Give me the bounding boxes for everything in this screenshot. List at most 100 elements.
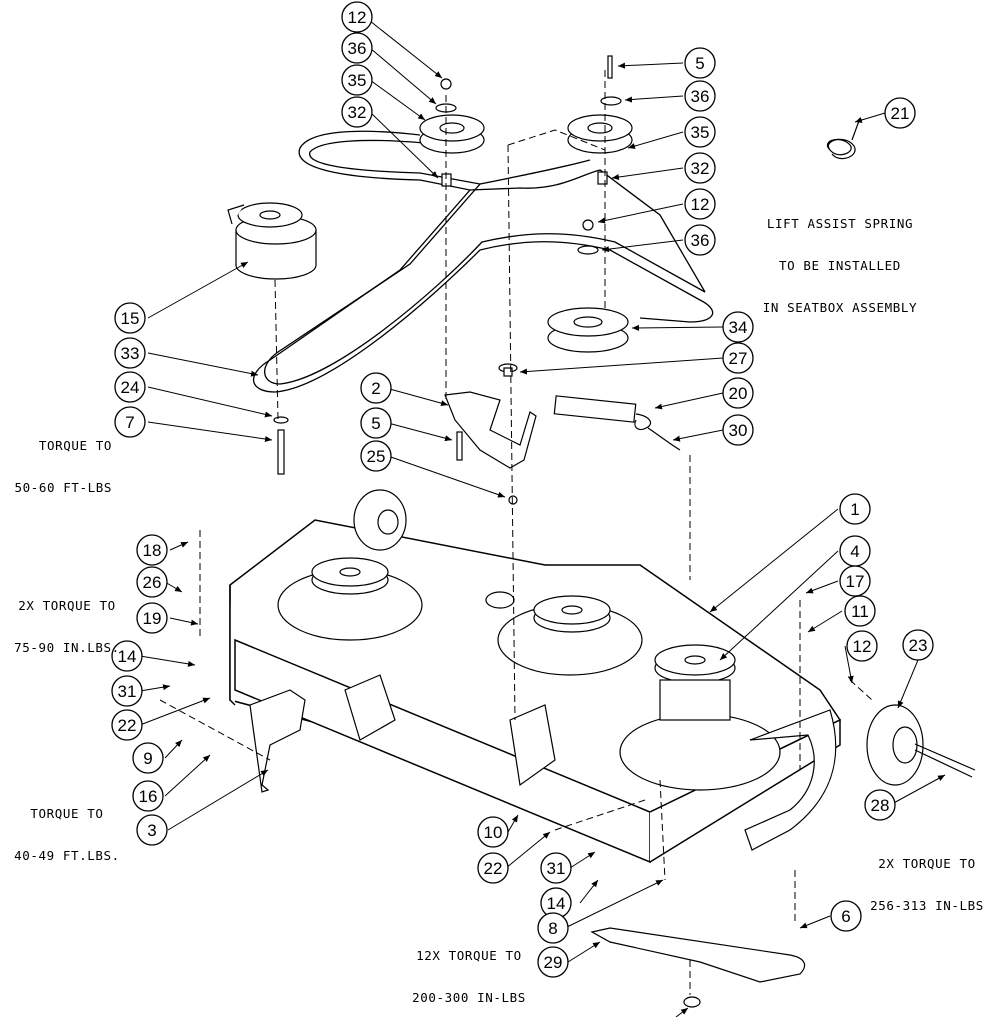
callout-circle <box>846 630 878 662</box>
callout-26: 26 <box>136 566 168 598</box>
callout-number: 6 <box>841 907 850 926</box>
callout-circle <box>132 780 164 812</box>
torque-note-256-313-line-2: 256-313 IN-LBS <box>870 898 984 913</box>
torque-note-50-60-line-2: 50-60 FT-LBS <box>14 480 112 495</box>
callout-number: 32 <box>348 103 367 122</box>
torque-note-50-60: TORQUE TO 50-60 FT-LBS <box>0 411 112 523</box>
callout-number: 9 <box>143 749 152 768</box>
callout-number: 8 <box>548 919 557 938</box>
callout-number: 36 <box>691 231 710 250</box>
callout-number: 1 <box>850 500 859 519</box>
callout-number: 12 <box>853 637 872 656</box>
callout-circle <box>844 595 876 627</box>
callout-number: 10 <box>484 823 503 842</box>
callout-14: 14 <box>540 887 572 919</box>
callout-circle <box>540 852 572 884</box>
callout-number: 35 <box>348 71 367 90</box>
callout-circle <box>722 414 754 446</box>
callout-number: 31 <box>547 859 566 878</box>
callout-22: 22 <box>477 852 509 884</box>
callout-circle <box>722 377 754 409</box>
callout-1: 1 <box>839 493 871 525</box>
callout-17: 17 <box>839 565 871 597</box>
callout-circle <box>830 900 862 932</box>
callout-circle <box>839 493 871 525</box>
idler-arm-2 <box>444 391 537 505</box>
callout-number: 18 <box>143 541 162 560</box>
callout-circle <box>114 371 146 403</box>
callout-number: 22 <box>484 859 503 878</box>
spring-20 <box>553 395 681 451</box>
front-bracket-right <box>344 674 556 787</box>
callout-27: 27 <box>722 342 754 374</box>
callout-21: 21 <box>884 97 916 129</box>
callout-24: 24 <box>114 371 146 403</box>
callout-28: 28 <box>864 789 896 821</box>
idler-pulley-right <box>567 55 633 255</box>
callout-number: 33 <box>121 344 140 363</box>
callout-circle <box>360 372 392 404</box>
callout-circle <box>477 816 509 848</box>
lift-assist-line-3: IN SEATBOX ASSEMBLY <box>762 300 918 315</box>
callout-number: 20 <box>729 384 748 403</box>
callout-35: 35 <box>684 116 716 148</box>
callout-circle <box>114 406 146 438</box>
callout-5: 5 <box>684 47 716 79</box>
electric-clutch <box>227 202 317 280</box>
callout-12: 12 <box>846 630 878 662</box>
callout-18: 18 <box>136 534 168 566</box>
callout-circle <box>136 814 168 846</box>
callout-circle <box>902 629 934 661</box>
callout-33: 33 <box>114 337 146 369</box>
callout-number: 36 <box>348 39 367 58</box>
callout-36: 36 <box>684 224 716 256</box>
callout-29: 29 <box>537 946 569 978</box>
callout-circle <box>111 640 143 672</box>
callout-circle <box>684 116 716 148</box>
callout-number: 14 <box>547 894 566 913</box>
callout-number: 30 <box>729 421 748 440</box>
callout-circle <box>341 64 373 96</box>
torque-note-50-60-line-1: TORQUE TO <box>38 438 112 453</box>
callout-4: 4 <box>839 535 871 567</box>
deflector-chute <box>744 709 837 851</box>
callout-number: 34 <box>729 318 748 337</box>
drive-belt <box>252 130 714 393</box>
callout-36: 36 <box>684 80 716 112</box>
callout-12: 12 <box>684 188 716 220</box>
callout-12: 12 <box>341 1 373 33</box>
callout-number: 29 <box>544 953 563 972</box>
callout-number: 5 <box>695 54 704 73</box>
callout-6: 6 <box>830 900 862 932</box>
callout-number: 27 <box>729 349 748 368</box>
callout-circle <box>537 946 569 978</box>
callout-number: 25 <box>367 447 386 466</box>
callout-25: 25 <box>360 440 392 472</box>
callout-number: 35 <box>691 123 710 142</box>
callout-7: 7 <box>114 406 146 438</box>
callout-8: 8 <box>537 912 569 944</box>
torque-note-256-313: 2X TORQUE TO 256-313 IN-LBS <box>856 829 998 941</box>
callout-circle <box>684 188 716 220</box>
callout-number: 26 <box>143 573 162 592</box>
callout-number: 21 <box>891 104 910 123</box>
gauge-wheel-rear <box>353 489 407 551</box>
callout-number: 12 <box>348 8 367 27</box>
torque-note-200-300-line-1: 12X TORQUE TO <box>416 948 522 963</box>
lift-assist-note: LIFT ASSIST SPRING TO BE INSTALLED IN SE… <box>745 189 935 343</box>
callout-circle <box>114 337 146 369</box>
callout-circle <box>884 97 916 129</box>
lift-assist-line-2: TO BE INSTALLED <box>779 258 901 273</box>
callout-circle <box>684 80 716 112</box>
callout-22: 22 <box>111 709 143 741</box>
callout-circle <box>839 565 871 597</box>
torque-note-40-49-line-2: 40-49 FT.LBS. <box>14 848 120 863</box>
callout-circle <box>114 302 146 334</box>
callout-number: 28 <box>871 796 890 815</box>
callout-number: 14 <box>118 647 137 666</box>
callout-number: 11 <box>851 602 869 621</box>
callout-30: 30 <box>722 414 754 446</box>
spindle-center <box>485 591 643 676</box>
